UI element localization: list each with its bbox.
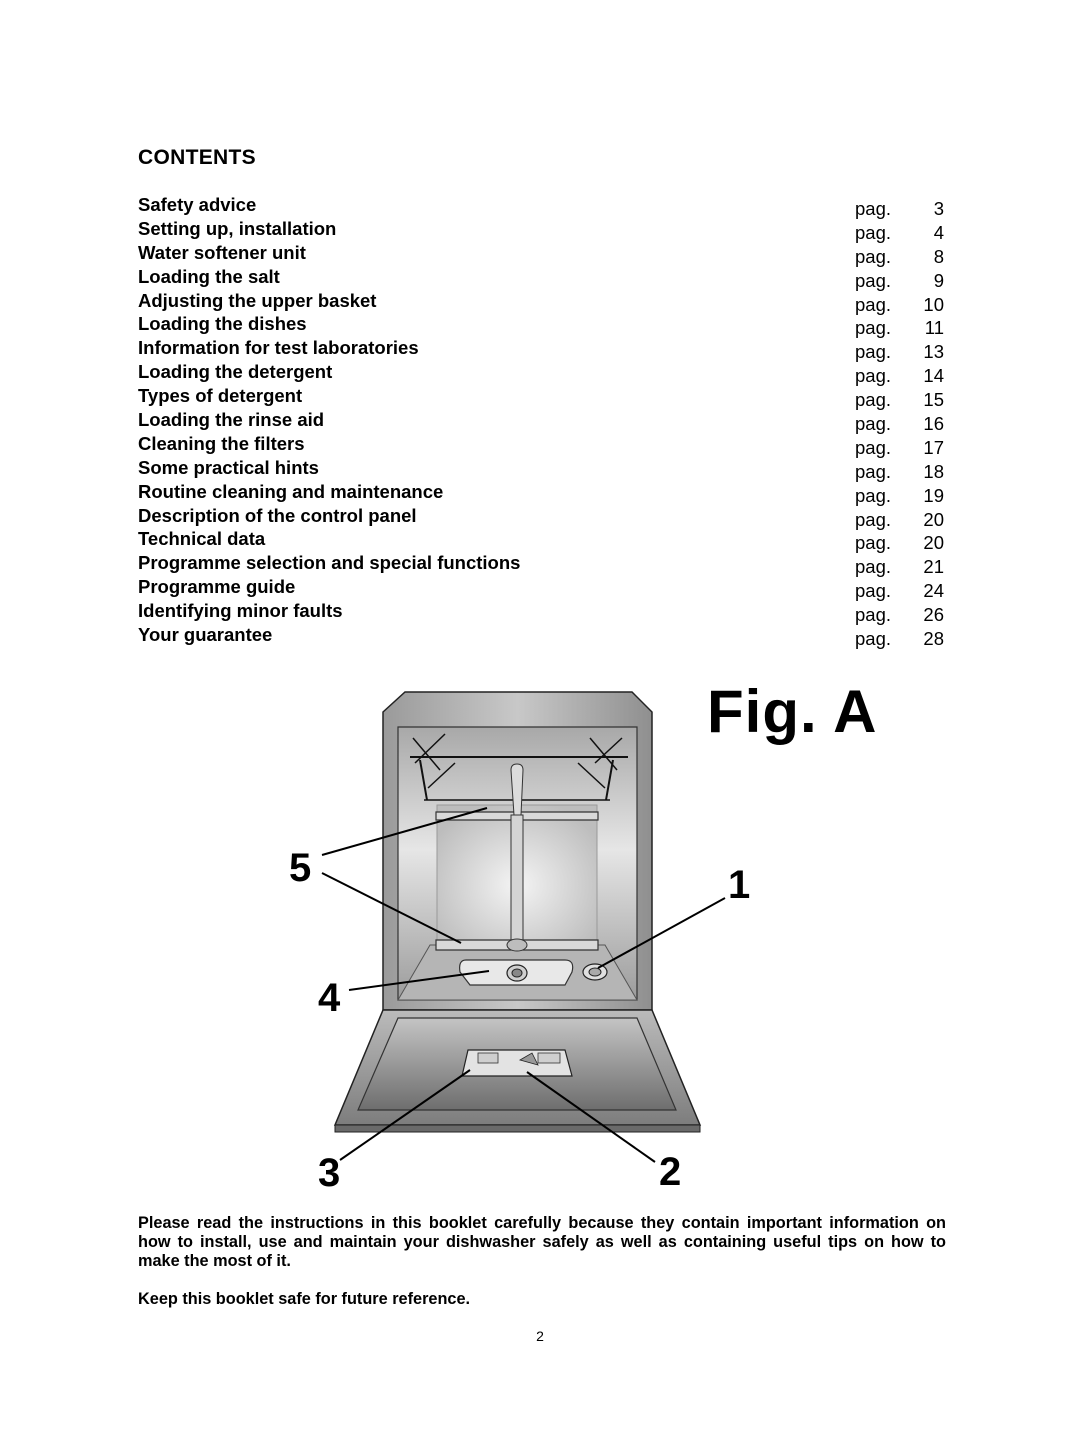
toc-entry: Loading the rinse aid pag. 16	[138, 409, 948, 435]
toc-entry-page: 11	[924, 317, 944, 339]
toc-entry-label: Description of the control panel	[138, 504, 417, 526]
toc-entry: Cleaning the filters pag. 17	[138, 432, 948, 458]
toc-entry-prefix: pag.	[855, 580, 892, 602]
toc-entry: Types of detergent pag. 15	[138, 385, 948, 411]
toc-entry: Information for test laboratories pag. 13	[138, 337, 948, 363]
toc-entry-page: 21	[923, 556, 944, 578]
toc-entry-page: 14	[923, 365, 944, 387]
toc-entry-prefix: pag.	[855, 198, 892, 219]
toc-entry-label: Setting up, installation	[138, 217, 337, 239]
toc-entry-page: 19	[923, 484, 944, 506]
callout-1: 1	[728, 863, 751, 907]
toc-entry: Loading the dishes pag. 11	[138, 313, 948, 339]
toc-entry-label: Adjusting the upper basket	[138, 289, 377, 311]
toc-entry: Description of the control panel pag. 20	[138, 504, 948, 530]
toc-entry: Safety advice pag. 3	[138, 194, 948, 219]
toc-entry-prefix: pag.	[855, 508, 892, 530]
toc-entry-label: Loading the detergent	[138, 361, 333, 383]
callout-5: 5	[289, 846, 312, 890]
toc-entry-label: Technical data	[138, 528, 266, 550]
toc-entry: Some practical hints pag. 18	[138, 456, 948, 482]
toc-entry-page: 8	[933, 245, 944, 267]
toc-entry-page: 26	[923, 604, 944, 626]
toc-entry: Adjusting the upper basket pag. 10	[138, 289, 948, 315]
toc-entry-page: 17	[923, 436, 944, 458]
keep-booklet-note: Keep this booklet safe for future refere…	[138, 1290, 471, 1308]
toc-entry-page: 15	[923, 389, 944, 411]
toc-entry-label: Routine cleaning and maintenance	[138, 480, 444, 502]
toc-entry: Programme selection and special function…	[138, 552, 948, 578]
toc-entry: Loading the salt pag. 9	[138, 265, 948, 291]
toc-entry-label: Programme guide	[138, 576, 296, 598]
toc-entry-label: Loading the salt	[138, 265, 280, 287]
toc-entry-page: 13	[923, 341, 944, 363]
toc-entry-page: 10	[923, 293, 944, 315]
toc-entry: Your guarantee pag. 28	[138, 624, 948, 650]
toc-entry: Loading the detergent pag. 14	[138, 361, 948, 387]
toc-entry-label: Loading the dishes	[138, 313, 307, 335]
toc-entry-prefix: pag.	[855, 484, 892, 506]
toc-entry-prefix: pag.	[855, 389, 892, 411]
toc-entry-prefix: pag.	[855, 604, 892, 626]
toc-entry-prefix: pag.	[855, 269, 892, 291]
toc-entry: Identifying minor faults pag. 26	[138, 600, 948, 626]
toc-entry-prefix: pag.	[855, 245, 892, 267]
toc-entry-label: Information for test laboratories	[138, 337, 419, 359]
callout-3: 3	[318, 1151, 341, 1195]
toc-entry-page: 28	[923, 628, 944, 650]
toc-entry-prefix: pag.	[855, 221, 892, 243]
toc-entry: Technical data pag. 20	[138, 528, 948, 554]
toc-entry-page: 4	[933, 221, 944, 243]
toc-entry-label: Types of detergent	[138, 385, 303, 407]
intro-paragraph: Please read the instructions in this boo…	[138, 1214, 946, 1270]
toc-entry-prefix: pag.	[855, 436, 892, 458]
toc-entry-prefix: pag.	[855, 317, 892, 339]
toc-entry-label: Cleaning the filters	[138, 432, 305, 454]
figure-title: Fig. A	[707, 678, 878, 745]
toc-entry-prefix: pag.	[855, 341, 892, 363]
callout-2: 2	[659, 1150, 682, 1194]
contents-title: CONTENTS	[138, 146, 256, 169]
toc-entry-label: Water softener unit	[138, 241, 306, 263]
toc-entry-prefix: pag.	[855, 365, 892, 387]
toc-entry-label: Safety advice	[138, 194, 257, 215]
toc-entry: Water softener unit pag. 8	[138, 241, 948, 267]
toc-entry-prefix: pag.	[855, 532, 892, 554]
toc-entry-prefix: pag.	[855, 293, 892, 315]
toc-entry-page: 9	[933, 269, 944, 291]
toc-entry-label: Loading the rinse aid	[138, 409, 325, 431]
toc-entry-page: 16	[923, 413, 944, 435]
callout-4: 4	[318, 976, 341, 1020]
toc-entry-page: 24	[923, 580, 944, 602]
toc-entry-label: Some practical hints	[138, 456, 319, 478]
toc-entry-prefix: pag.	[855, 413, 892, 435]
toc-entry-prefix: pag.	[855, 556, 892, 578]
toc-entry: Programme guide pag. 24	[138, 576, 948, 602]
toc-entry-page: 18	[923, 460, 944, 482]
toc-entry-label: Your guarantee	[138, 624, 273, 646]
toc-entry: Setting up, installation pag. 4	[138, 217, 948, 243]
toc-entry-prefix: pag.	[855, 460, 892, 482]
toc-entry: Routine cleaning and maintenance pag. 19	[138, 480, 948, 506]
toc-entry-page: 20	[923, 532, 944, 554]
page-number: 2	[536, 1328, 544, 1344]
toc-entry-label: Programme selection and special function…	[138, 552, 521, 574]
toc-entry-page: 3	[933, 198, 944, 219]
toc-entry-page: 20	[923, 508, 944, 530]
toc-entry-label: Identifying minor faults	[138, 600, 343, 622]
toc-entry-prefix: pag.	[855, 628, 892, 650]
